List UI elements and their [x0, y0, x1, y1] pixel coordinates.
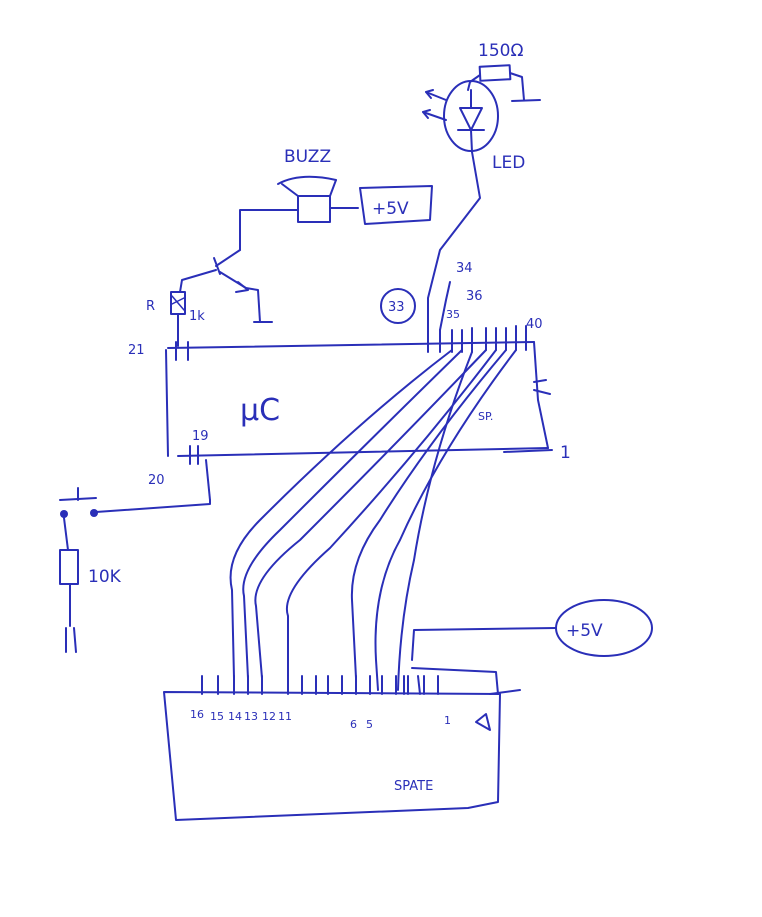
mcu-label: μC: [240, 393, 280, 428]
spate-pin-14: 14: [228, 710, 242, 723]
spate-label: SPATE: [394, 779, 433, 794]
spate-pins: [201, 675, 439, 695]
mcu-pin-40-label: 40: [526, 317, 543, 332]
mcu-pin-1-label: 1: [560, 443, 571, 463]
supply-bottom: +5V: [403, 599, 653, 695]
mcu-pin-20: 20: [148, 459, 211, 501]
mcu-pin-33-label: 33: [388, 300, 405, 315]
base-resistor-value: 1k: [189, 309, 205, 324]
spate-pin-13: 13: [244, 710, 258, 723]
mcu-pin-1: 1: [503, 443, 571, 463]
mcu-pin-20-label: 20: [148, 473, 165, 488]
mcu-pin-19: 19: [189, 429, 209, 465]
spate-pin-11: 11: [278, 710, 292, 723]
mcu-pin-21-label: 21: [128, 343, 145, 358]
pull-down-resistor: 10K: [59, 549, 122, 653]
spate-pin-1: 1: [444, 714, 451, 727]
supply-top: +5V: [359, 185, 433, 225]
mcu-note-sp: SP.: [478, 410, 493, 423]
mcu-pin-33: 33: [380, 288, 416, 324]
spate-pin-numbers: 16 15 14 13 12 11 6 5 1: [190, 708, 451, 731]
resistor-150-label: 150Ω: [478, 41, 523, 61]
mcu-body: μC SP.: [165, 341, 551, 457]
mcu-pin-35-label: 35: [446, 308, 460, 321]
spate-pin-5: 5: [366, 718, 373, 731]
supply-top-label: +5V: [372, 199, 409, 219]
supply-bottom-label: +5V: [566, 621, 603, 641]
buzzer-label: BUZZ: [284, 147, 331, 167]
spate-pin-6: 6: [350, 718, 357, 731]
reset-button: [59, 487, 211, 551]
spate-module: SPATE: [163, 691, 501, 821]
mcu-top-pins: [427, 325, 527, 353]
transistor-symbol: [179, 209, 299, 323]
led-label: LED: [492, 153, 525, 173]
led-resistor: 150Ω: [467, 41, 541, 102]
spate-pin-15: 15: [210, 710, 224, 723]
pull-down-label: 10K: [88, 567, 122, 587]
base-resistor: R 1k: [146, 291, 205, 347]
mcu-pin-36-label: 36: [466, 289, 483, 304]
data-bus-wires: [229, 349, 517, 691]
spate-pin-12: 12: [262, 710, 276, 723]
mcu-pin-21: 21: [128, 341, 189, 361]
base-resistor-prefix: R: [146, 299, 155, 314]
spate-pin-16: 16: [190, 708, 204, 721]
led-symbol: LED: [422, 80, 525, 173]
mcu-pin-34-label: 34: [456, 261, 473, 276]
led-wire: [427, 151, 481, 337]
mcu-pin-19-label: 19: [192, 429, 209, 444]
mcu-pin-34-lead: [439, 281, 451, 331]
